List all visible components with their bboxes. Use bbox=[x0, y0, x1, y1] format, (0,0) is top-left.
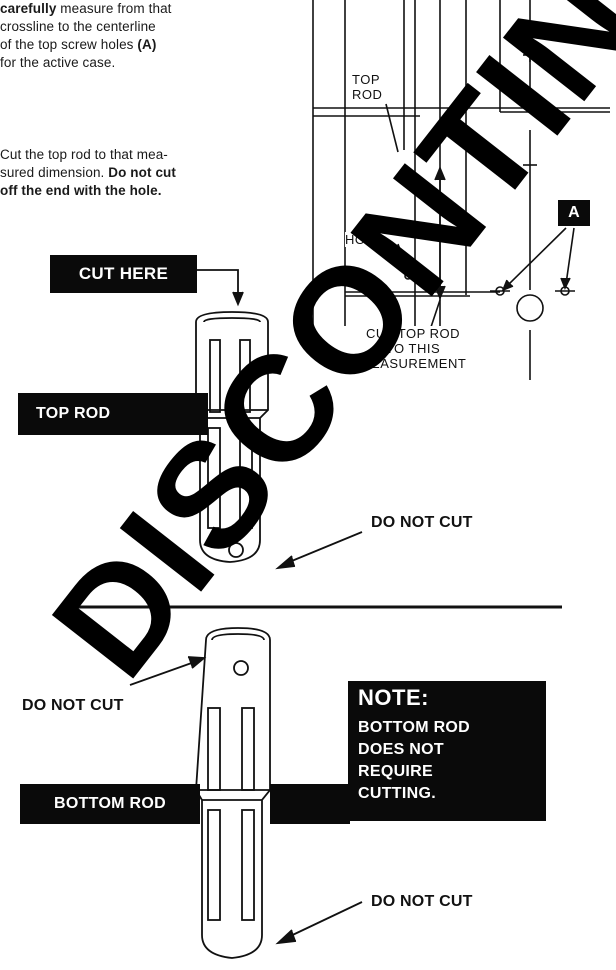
diagram-hole-label: HOLE bbox=[345, 232, 397, 247]
note-heading: NOTE: bbox=[358, 685, 429, 710]
bottom-rod-band bbox=[270, 784, 350, 824]
top-rod-drawing bbox=[195, 269, 363, 570]
instruction-measure: carefully measure from that crossline to… bbox=[0, 0, 275, 72]
instruction-text: for the active case. bbox=[0, 55, 116, 70]
instruction-text: Cut the top rod to that mea- bbox=[0, 147, 168, 162]
diagram-top-rod-label: TOP ROD bbox=[352, 72, 408, 102]
cut-measure-line: TO THIS bbox=[385, 341, 441, 356]
bottom-rod-drawing bbox=[129, 627, 363, 959]
emphasis-carefully: carefully bbox=[0, 1, 57, 16]
note-box: NOTE: BOTTOM ROD DOES NOT REQUIRE CUTTIN… bbox=[348, 681, 546, 821]
marker-a: A bbox=[558, 200, 590, 226]
do-not-cut-top-label: DO NOT CUT bbox=[22, 697, 124, 714]
do-not-cut-bottom-label: DO NOT CUT bbox=[371, 893, 473, 910]
frame-diagram bbox=[312, 0, 610, 380]
emphasis-hole-end: off the end with the hole. bbox=[0, 183, 162, 198]
note-line: BOTTOM ROD bbox=[358, 719, 471, 736]
note-line: DOES NOT bbox=[358, 741, 444, 758]
do-not-cut-label: DO NOT CUT bbox=[371, 514, 473, 531]
instruction-text: crossline to the centerline bbox=[0, 19, 156, 34]
note-line: CUTTING. bbox=[358, 785, 436, 802]
instruction-text: sured dimension. bbox=[0, 165, 109, 180]
top-rod-label: TOP ROD bbox=[18, 393, 208, 435]
cut-here-label: CUT HERE bbox=[50, 255, 197, 293]
cut-measure-line: CUT TOP ROD bbox=[365, 326, 461, 341]
instruction-cut: Cut the top rod to that mea- sured dimen… bbox=[0, 146, 275, 200]
bottom-rod-label: BOTTOM ROD bbox=[20, 784, 200, 824]
cut-measure-line: MEASUREMENT bbox=[359, 356, 467, 371]
emphasis-do-not-cut: Do not cut bbox=[108, 165, 177, 180]
instruction-text: measure from that bbox=[56, 1, 172, 16]
reference-a: (A) bbox=[137, 37, 157, 52]
instruction-text: of the top screw holes bbox=[0, 37, 138, 52]
note-line: REQUIRE bbox=[358, 763, 433, 780]
diagram-top-rod-text: TOP ROD bbox=[352, 72, 383, 102]
diagram-cut-measure-label: CUT TOP ROD TO THIS MEASUREMENT bbox=[338, 326, 488, 371]
